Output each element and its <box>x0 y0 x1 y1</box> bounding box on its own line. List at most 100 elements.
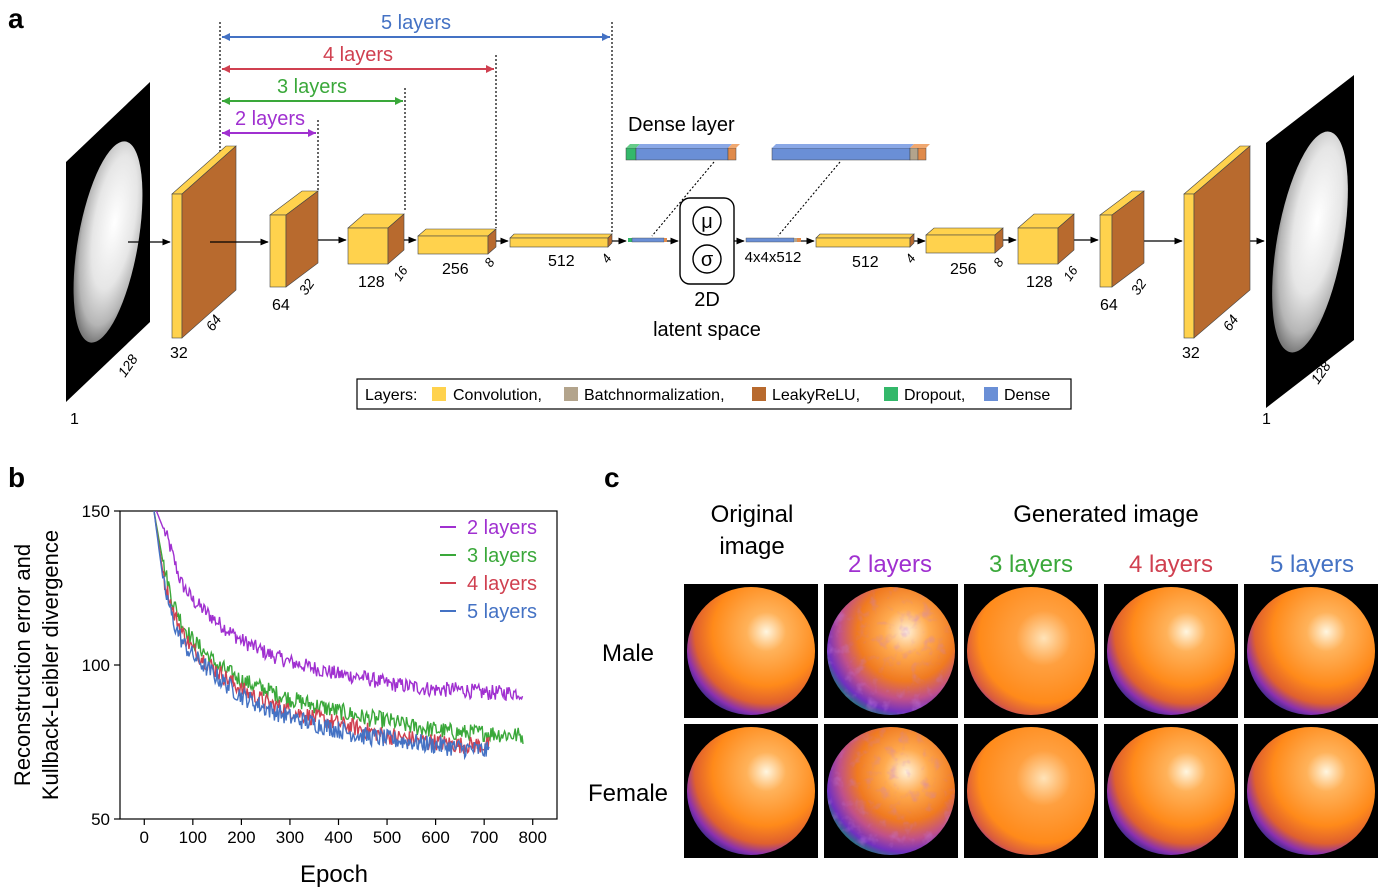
legend-batchnorm: Batchnormalization, <box>584 387 725 404</box>
legend-prefix: Layers: <box>365 387 417 404</box>
dec4-size: 32 <box>1127 276 1149 298</box>
range-5-layers: 5 layers <box>222 12 610 41</box>
result-image-r2-c3 <box>964 724 1098 858</box>
result-image-r1-c1 <box>684 584 818 718</box>
range-4-layers: 4 layers <box>222 44 494 73</box>
result-image-r1-c5 <box>1244 584 1378 718</box>
col-3-layers: 3 layers <box>989 551 1073 578</box>
legend-swatch-convolution <box>432 387 446 401</box>
latent-subtitle: latent space <box>653 319 761 341</box>
legend-convolution: Convolution, <box>453 387 542 404</box>
result-image-r1-c3 <box>964 584 1098 718</box>
col-4-layers: 4 layers <box>1129 551 1213 578</box>
generated-header: Generated image <box>1013 501 1198 528</box>
decoder-block-5: 32 64 <box>1182 145 1251 362</box>
dec4-channels: 64 <box>1100 297 1118 314</box>
enc4-channels: 256 <box>442 261 469 278</box>
row-male: Male <box>602 640 654 667</box>
panel-c: c Original image Generated image 2 layer… <box>588 462 1378 858</box>
legend-swatch-dense <box>984 387 998 401</box>
original-header-line1: Original <box>711 501 794 528</box>
x-tick-label: 300 <box>276 828 304 847</box>
enc2-size: 32 <box>295 276 317 298</box>
result-image-r2-c2 <box>824 724 958 858</box>
panel-c-label: c <box>604 462 620 493</box>
latent-space: μ σ 2D latent space 4x4x512 <box>653 197 802 341</box>
range-3-layers: 3 layers <box>222 76 403 105</box>
sigma-symbol: σ <box>701 249 714 271</box>
legend-label-4: 4 layers <box>467 573 537 595</box>
result-image-r2-c4 <box>1104 724 1238 858</box>
dec1-size: 4 <box>902 251 918 266</box>
x-tick-label: 600 <box>421 828 449 847</box>
series-line-3-layers <box>153 511 524 744</box>
enc1-channels: 32 <box>170 345 188 362</box>
chart-y-title: Reconstruction error and Kullback-Leible… <box>10 530 63 800</box>
panel-b: b Reconstruction error and Kullback-Leib… <box>8 462 558 888</box>
range-3-label: 3 layers <box>277 76 347 98</box>
dec3-channels: 128 <box>1026 274 1053 291</box>
x-tick-label: 700 <box>470 828 498 847</box>
range-4-label: 4 layers <box>323 44 393 66</box>
x-tick-label: 100 <box>179 828 207 847</box>
legend-swatch-dropout <box>884 387 898 401</box>
input-image: 1 128 <box>66 82 150 428</box>
dec2-channels: 256 <box>950 261 977 278</box>
output-channels: 1 <box>1262 411 1271 428</box>
dec5-size: 64 <box>1219 312 1241 334</box>
y-tick-label: 100 <box>82 656 110 675</box>
enc4-size: 8 <box>481 255 498 270</box>
y-tick-label: 150 <box>82 502 110 521</box>
panel-a: a 5 layers 4 layers 3 layers <box>8 3 1354 428</box>
chart-series <box>153 511 524 761</box>
latent-title: 2D <box>694 289 720 311</box>
enc5-channels: 512 <box>548 253 575 270</box>
enc3-channels: 128 <box>358 274 385 291</box>
x-tick-label: 400 <box>324 828 352 847</box>
series-line-5-layers <box>153 511 490 761</box>
decoder-block-1: 512 4 <box>815 233 919 271</box>
original-header-line2: image <box>719 533 784 560</box>
dec5-channels: 32 <box>1182 345 1200 362</box>
legend-label-2: 2 layers <box>467 517 537 539</box>
mu-symbol: μ <box>701 211 713 233</box>
row-female: Female <box>588 780 668 807</box>
chart-legend: 2 layers 3 layers 4 layers 5 layers <box>440 517 537 623</box>
series-line-4-layers <box>153 511 490 755</box>
legend-label-5: 5 layers <box>467 601 537 623</box>
latent-dim-label: 4x4x512 <box>745 249 802 266</box>
legend-leakyrelu: LeakyReLU, <box>772 387 860 404</box>
image-grid <box>684 584 1378 858</box>
encoder-block-1: 32 64 <box>170 145 237 362</box>
input-channels: 1 <box>70 411 79 428</box>
legend-dropout: Dropout, <box>904 387 965 404</box>
encoder-block-2: 64 32 <box>269 190 319 314</box>
x-tick-label: 500 <box>373 828 401 847</box>
y-axis-title-line2: Kullback-Leibler divergence <box>38 530 63 800</box>
enc2-channels: 64 <box>272 297 290 314</box>
dec3-size: 16 <box>1060 263 1081 284</box>
x-axis-title: Epoch <box>300 861 368 888</box>
decoder-block-4: 64 32 <box>1099 190 1150 314</box>
result-image-r2-c1 <box>684 724 818 858</box>
result-image-r1-c4 <box>1104 584 1238 718</box>
legend-dense: Dense <box>1004 387 1050 404</box>
decoder-block-2: 256 8 <box>925 227 1007 278</box>
encoder-block-3: 128 16 <box>347 213 411 291</box>
enc5-size: 4 <box>598 251 614 266</box>
panel-a-label: a <box>8 3 24 34</box>
enc3-size: 16 <box>390 263 411 284</box>
range-2-layers: 2 layers <box>222 108 316 137</box>
output-image: 1 128 <box>1262 75 1354 428</box>
range-2-label: 2 layers <box>235 108 305 130</box>
layer-range-arrows: 5 layers 4 layers 3 layers 2 layers <box>219 12 613 238</box>
x-tick-label: 200 <box>227 828 255 847</box>
encoder-arrows <box>128 236 627 246</box>
legend-label-3: 3 layers <box>467 545 537 567</box>
y-tick-label: 50 <box>91 810 110 829</box>
panel-b-label: b <box>8 462 25 493</box>
dense-layer-zoom: Dense layer <box>625 114 930 237</box>
dense-layer-label: Dense layer <box>628 114 735 136</box>
